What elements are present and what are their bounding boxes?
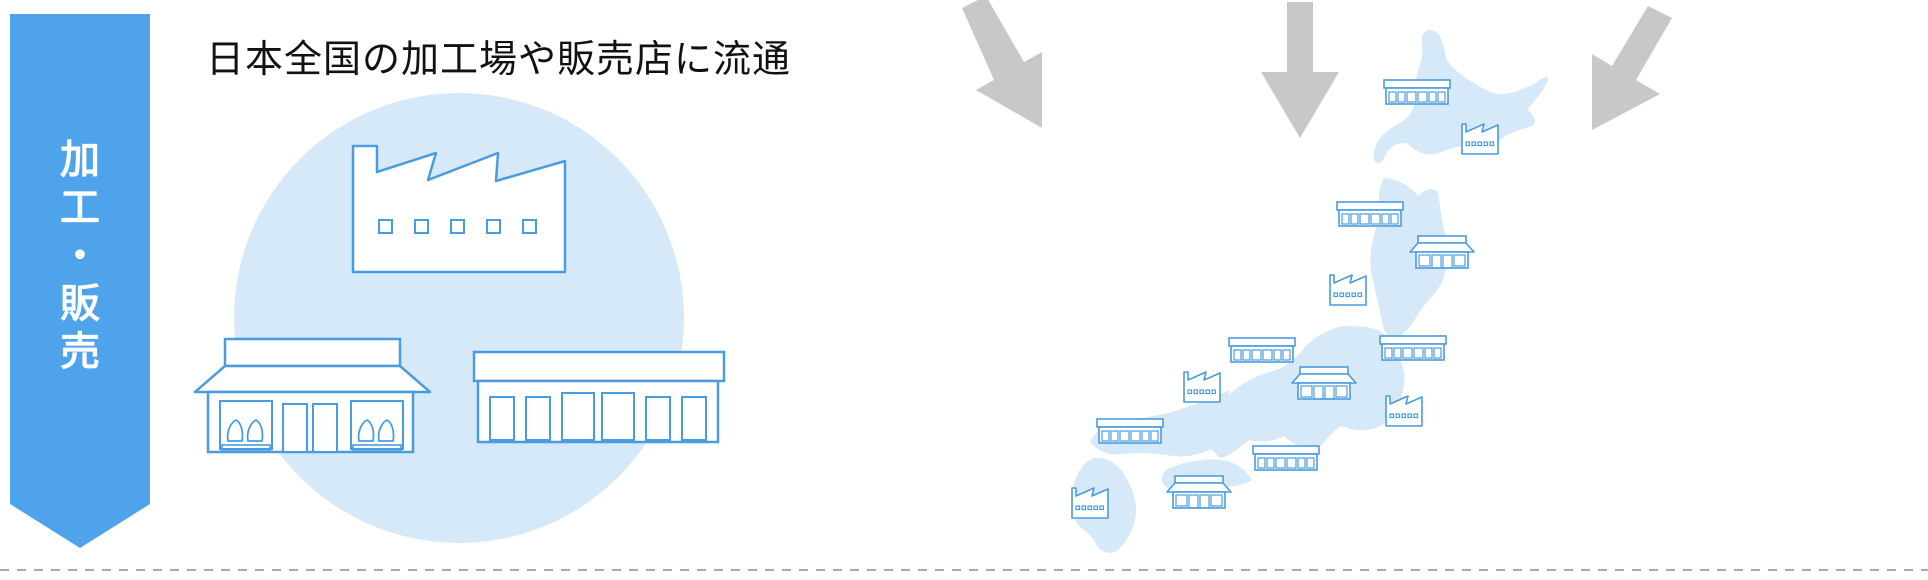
shop-icon <box>193 337 432 454</box>
store-icon <box>1096 418 1164 444</box>
store-icon <box>1336 201 1404 227</box>
label-bar <box>10 14 150 548</box>
store-icon <box>1379 335 1447 361</box>
section-label-char: ・ <box>60 233 100 279</box>
section-label-char: 販 <box>60 281 100 327</box>
section-label-char: 加 <box>60 137 100 183</box>
factory-icon <box>1329 274 1367 306</box>
arrow-down-right-icon <box>962 0 1042 128</box>
store-icon <box>472 350 726 444</box>
factory-icon <box>351 144 567 274</box>
arrow-down-icon <box>1261 2 1339 138</box>
background-circle <box>234 93 684 543</box>
store-icon <box>1228 337 1296 363</box>
section-label: 加 工 ・ 販 売 <box>40 140 120 400</box>
section-headline: 日本全国の加工場や販売店に流通 <box>206 37 792 81</box>
factory-icon <box>1183 371 1221 403</box>
section-label-char: 工 <box>60 185 100 231</box>
shop-icon <box>1166 475 1232 509</box>
japan-map <box>1072 29 1548 553</box>
store-icon <box>1383 79 1451 105</box>
store-icon <box>1252 445 1320 471</box>
section-label-char: 売 <box>60 329 100 375</box>
shop-icon <box>1409 235 1475 269</box>
arrow-down-left-icon <box>1592 6 1672 130</box>
shop-icon <box>1291 366 1357 400</box>
